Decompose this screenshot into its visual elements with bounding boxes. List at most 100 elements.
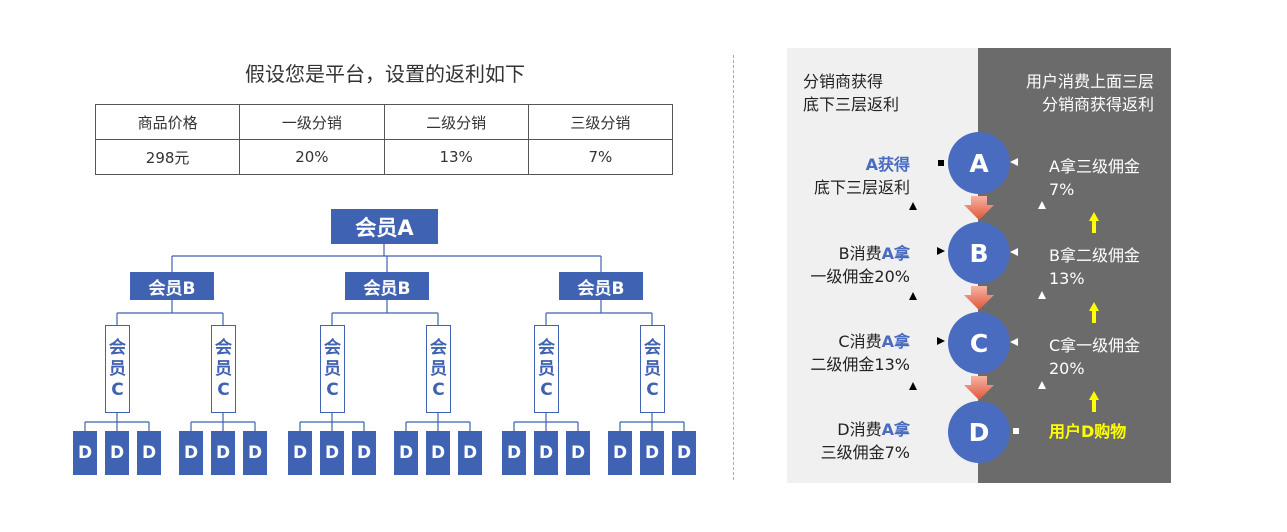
a-gets-sub: 底下三层返利 xyxy=(813,178,910,197)
right-arrowheads xyxy=(1010,158,1046,389)
c-consume-prefix: C消费 xyxy=(838,332,882,351)
member-b-node: 会员B xyxy=(130,272,214,300)
table-header-cell: 商品价格 xyxy=(94,104,241,140)
a-gets-label: A获得 底下三层返利 xyxy=(790,153,910,199)
member-d-node: D xyxy=(105,431,129,475)
c-consume-sub: 二级佣金13% xyxy=(810,355,910,374)
member-c-char: 员 xyxy=(644,358,661,379)
node-d-circle: D xyxy=(948,401,1010,463)
member-c-char: 员 xyxy=(109,358,126,379)
member-d-node: D xyxy=(672,431,696,475)
member-c-char: C xyxy=(111,379,124,400)
member-c-char: 员 xyxy=(430,358,447,379)
d-consume-sub: 三级佣金7% xyxy=(820,443,910,462)
left-arrowheads xyxy=(909,202,945,390)
left-header-line1: 分销商获得 xyxy=(803,72,884,91)
c-right-label: C拿一级佣金 20% xyxy=(1049,334,1140,380)
member-d-node: D xyxy=(640,431,664,475)
d-consume-label: D消费A拿 三级佣金7% xyxy=(790,418,910,464)
member-d-node: D xyxy=(608,431,632,475)
rebate-table: 商品价格 一级分销 二级分销 三级分销 298元 20% 13% 7% xyxy=(94,104,674,175)
member-c-char: 会 xyxy=(215,337,232,358)
node-c-circle: C xyxy=(948,312,1010,374)
member-c-char: 员 xyxy=(538,358,555,379)
left-header-line2: 底下三层返利 xyxy=(803,95,900,114)
member-d-node: D xyxy=(566,431,590,475)
member-d-node: D xyxy=(502,431,526,475)
a-right-line1: A拿三级佣金 xyxy=(1049,157,1140,176)
member-d-node: D xyxy=(534,431,558,475)
member-c-char: C xyxy=(326,379,339,400)
member-d-node: D xyxy=(243,431,267,475)
table-cell: 7% xyxy=(527,139,674,175)
member-c-char: 会 xyxy=(538,337,555,358)
member-d-node: D xyxy=(179,431,203,475)
d-consume-prefix: D消费 xyxy=(837,420,882,439)
member-d-node: D xyxy=(352,431,376,475)
section-divider xyxy=(733,55,734,480)
member-c-char: C xyxy=(646,379,659,400)
a-end-marker xyxy=(938,160,944,166)
member-d-node: D xyxy=(458,431,482,475)
a-take-text: A拿 xyxy=(881,332,910,351)
b-right-label: B拿二级佣金 13% xyxy=(1049,244,1140,290)
b-right-line1: B拿二级佣金 xyxy=(1049,246,1140,265)
member-b-node: 会员B xyxy=(345,272,429,300)
member-c-char: 会 xyxy=(109,337,126,358)
member-d-node: D xyxy=(426,431,450,475)
member-c-char: C xyxy=(432,379,445,400)
b-consume-sub: 一级佣金20% xyxy=(810,267,910,286)
arrow-down-icon xyxy=(964,196,994,220)
a-right-label: A拿三级佣金 7% xyxy=(1049,155,1140,201)
right-header-line1: 用户消费上面三层 xyxy=(1025,72,1154,91)
right-panel-header: 用户消费上面三层 分销商获得返利 xyxy=(988,70,1154,116)
table-header-cell: 二级分销 xyxy=(383,104,529,140)
member-c-char: 员 xyxy=(215,358,232,379)
a-gets-title: A获得 xyxy=(865,155,910,174)
table-cell: 20% xyxy=(239,139,385,175)
member-c-char: 员 xyxy=(324,358,341,379)
page-title: 假设您是平台，设置的返利如下 xyxy=(245,62,525,86)
member-d-node: D xyxy=(288,431,312,475)
d-right-label: 用户D购物 xyxy=(1049,422,1127,441)
a-take-text: A拿 xyxy=(881,420,910,439)
table-row: 298元 20% 13% 7% xyxy=(94,139,674,175)
yellow-up-arrows xyxy=(1089,212,1099,412)
member-c-char: C xyxy=(540,379,553,400)
c-consume-label: C消费A拿 二级佣金13% xyxy=(790,330,910,376)
right-panel xyxy=(978,48,1171,483)
node-b-circle: B xyxy=(948,222,1010,284)
member-d-node: D xyxy=(73,431,97,475)
member-d-node: D xyxy=(394,431,418,475)
member-c-char: C xyxy=(217,379,230,400)
right-header-line2: 分销商获得返利 xyxy=(1041,95,1154,114)
member-c-char: 会 xyxy=(644,337,661,358)
member-b-node: 会员B xyxy=(559,272,643,300)
c-right-line2: 20% xyxy=(1049,359,1085,378)
node-a-circle: A xyxy=(948,132,1010,194)
member-d-node: D xyxy=(320,431,344,475)
left-panel xyxy=(787,48,978,483)
d-start-marker xyxy=(1013,428,1019,434)
arrow-down-icon xyxy=(964,376,994,400)
table-header-row: 商品价格 一级分销 二级分销 三级分销 xyxy=(94,104,674,140)
table-header-cell: 一级分销 xyxy=(239,104,385,140)
a-right-line2: 7% xyxy=(1049,180,1075,199)
table-cell: 13% xyxy=(383,139,529,175)
c-right-line1: C拿一级佣金 xyxy=(1049,336,1141,355)
arrow-down-icon xyxy=(964,286,994,310)
member-a-node: 会员A xyxy=(331,209,438,244)
member-d-node: D xyxy=(137,431,161,475)
member-c-char: 会 xyxy=(430,337,447,358)
member-d-node: D xyxy=(211,431,235,475)
a-take-text: A拿 xyxy=(881,244,910,263)
b-right-line2: 13% xyxy=(1049,269,1085,288)
member-c-char: 会 xyxy=(324,337,341,358)
